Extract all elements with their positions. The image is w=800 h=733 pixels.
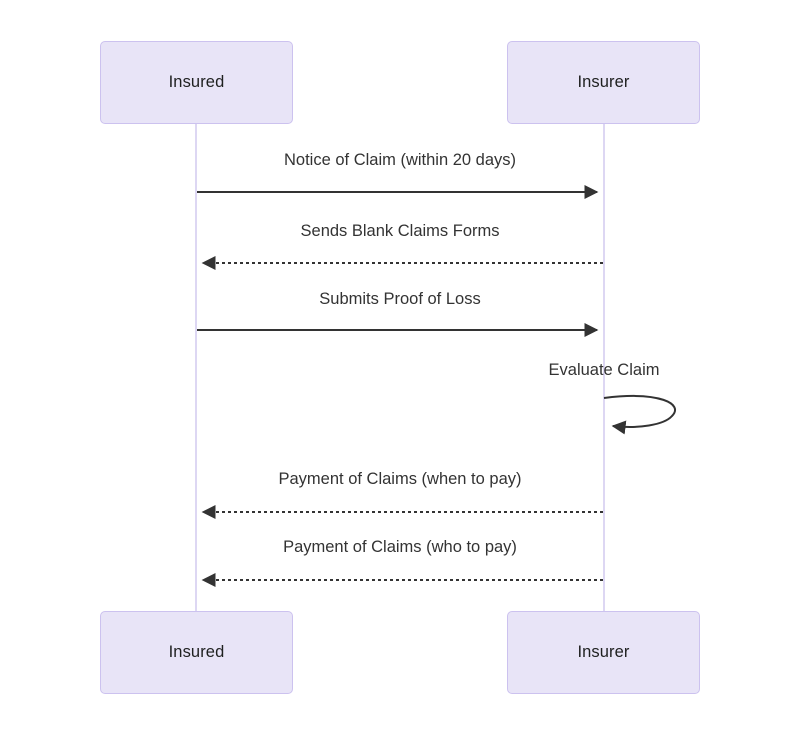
message-label-sends-blank-claims-forms: Sends Blank Claims Forms [300,222,500,240]
lifeline-insurer [603,124,605,611]
actor-label-insurer-bottom: Insurer [577,643,630,661]
actor-box-insurer-bottom[interactable]: Insurer [507,611,700,694]
message-label-payment-when-to-pay: Payment of Claims (when to pay) [278,470,522,488]
actor-label-insured-bottom: Insured [168,643,225,661]
actor-box-insured-bottom[interactable]: Insured [100,611,293,694]
message-label-submits-proof-of-loss: Submits Proof of Loss [319,290,481,308]
lifeline-insured [195,124,197,611]
message-label-notice-of-claim: Notice of Claim (within 20 days) [284,151,516,169]
actor-label-insurer-top: Insurer [577,73,630,91]
message-label-evaluate-claim: Evaluate Claim [548,361,660,379]
actor-box-insured-top[interactable]: Insured [100,41,293,124]
actor-box-insurer-top[interactable]: Insurer [507,41,700,124]
actor-label-insured-top: Insured [168,73,225,91]
message-arrow-evaluate-claim-self-loop [603,395,676,435]
message-label-payment-who-to-pay: Payment of Claims (who to pay) [283,538,517,556]
